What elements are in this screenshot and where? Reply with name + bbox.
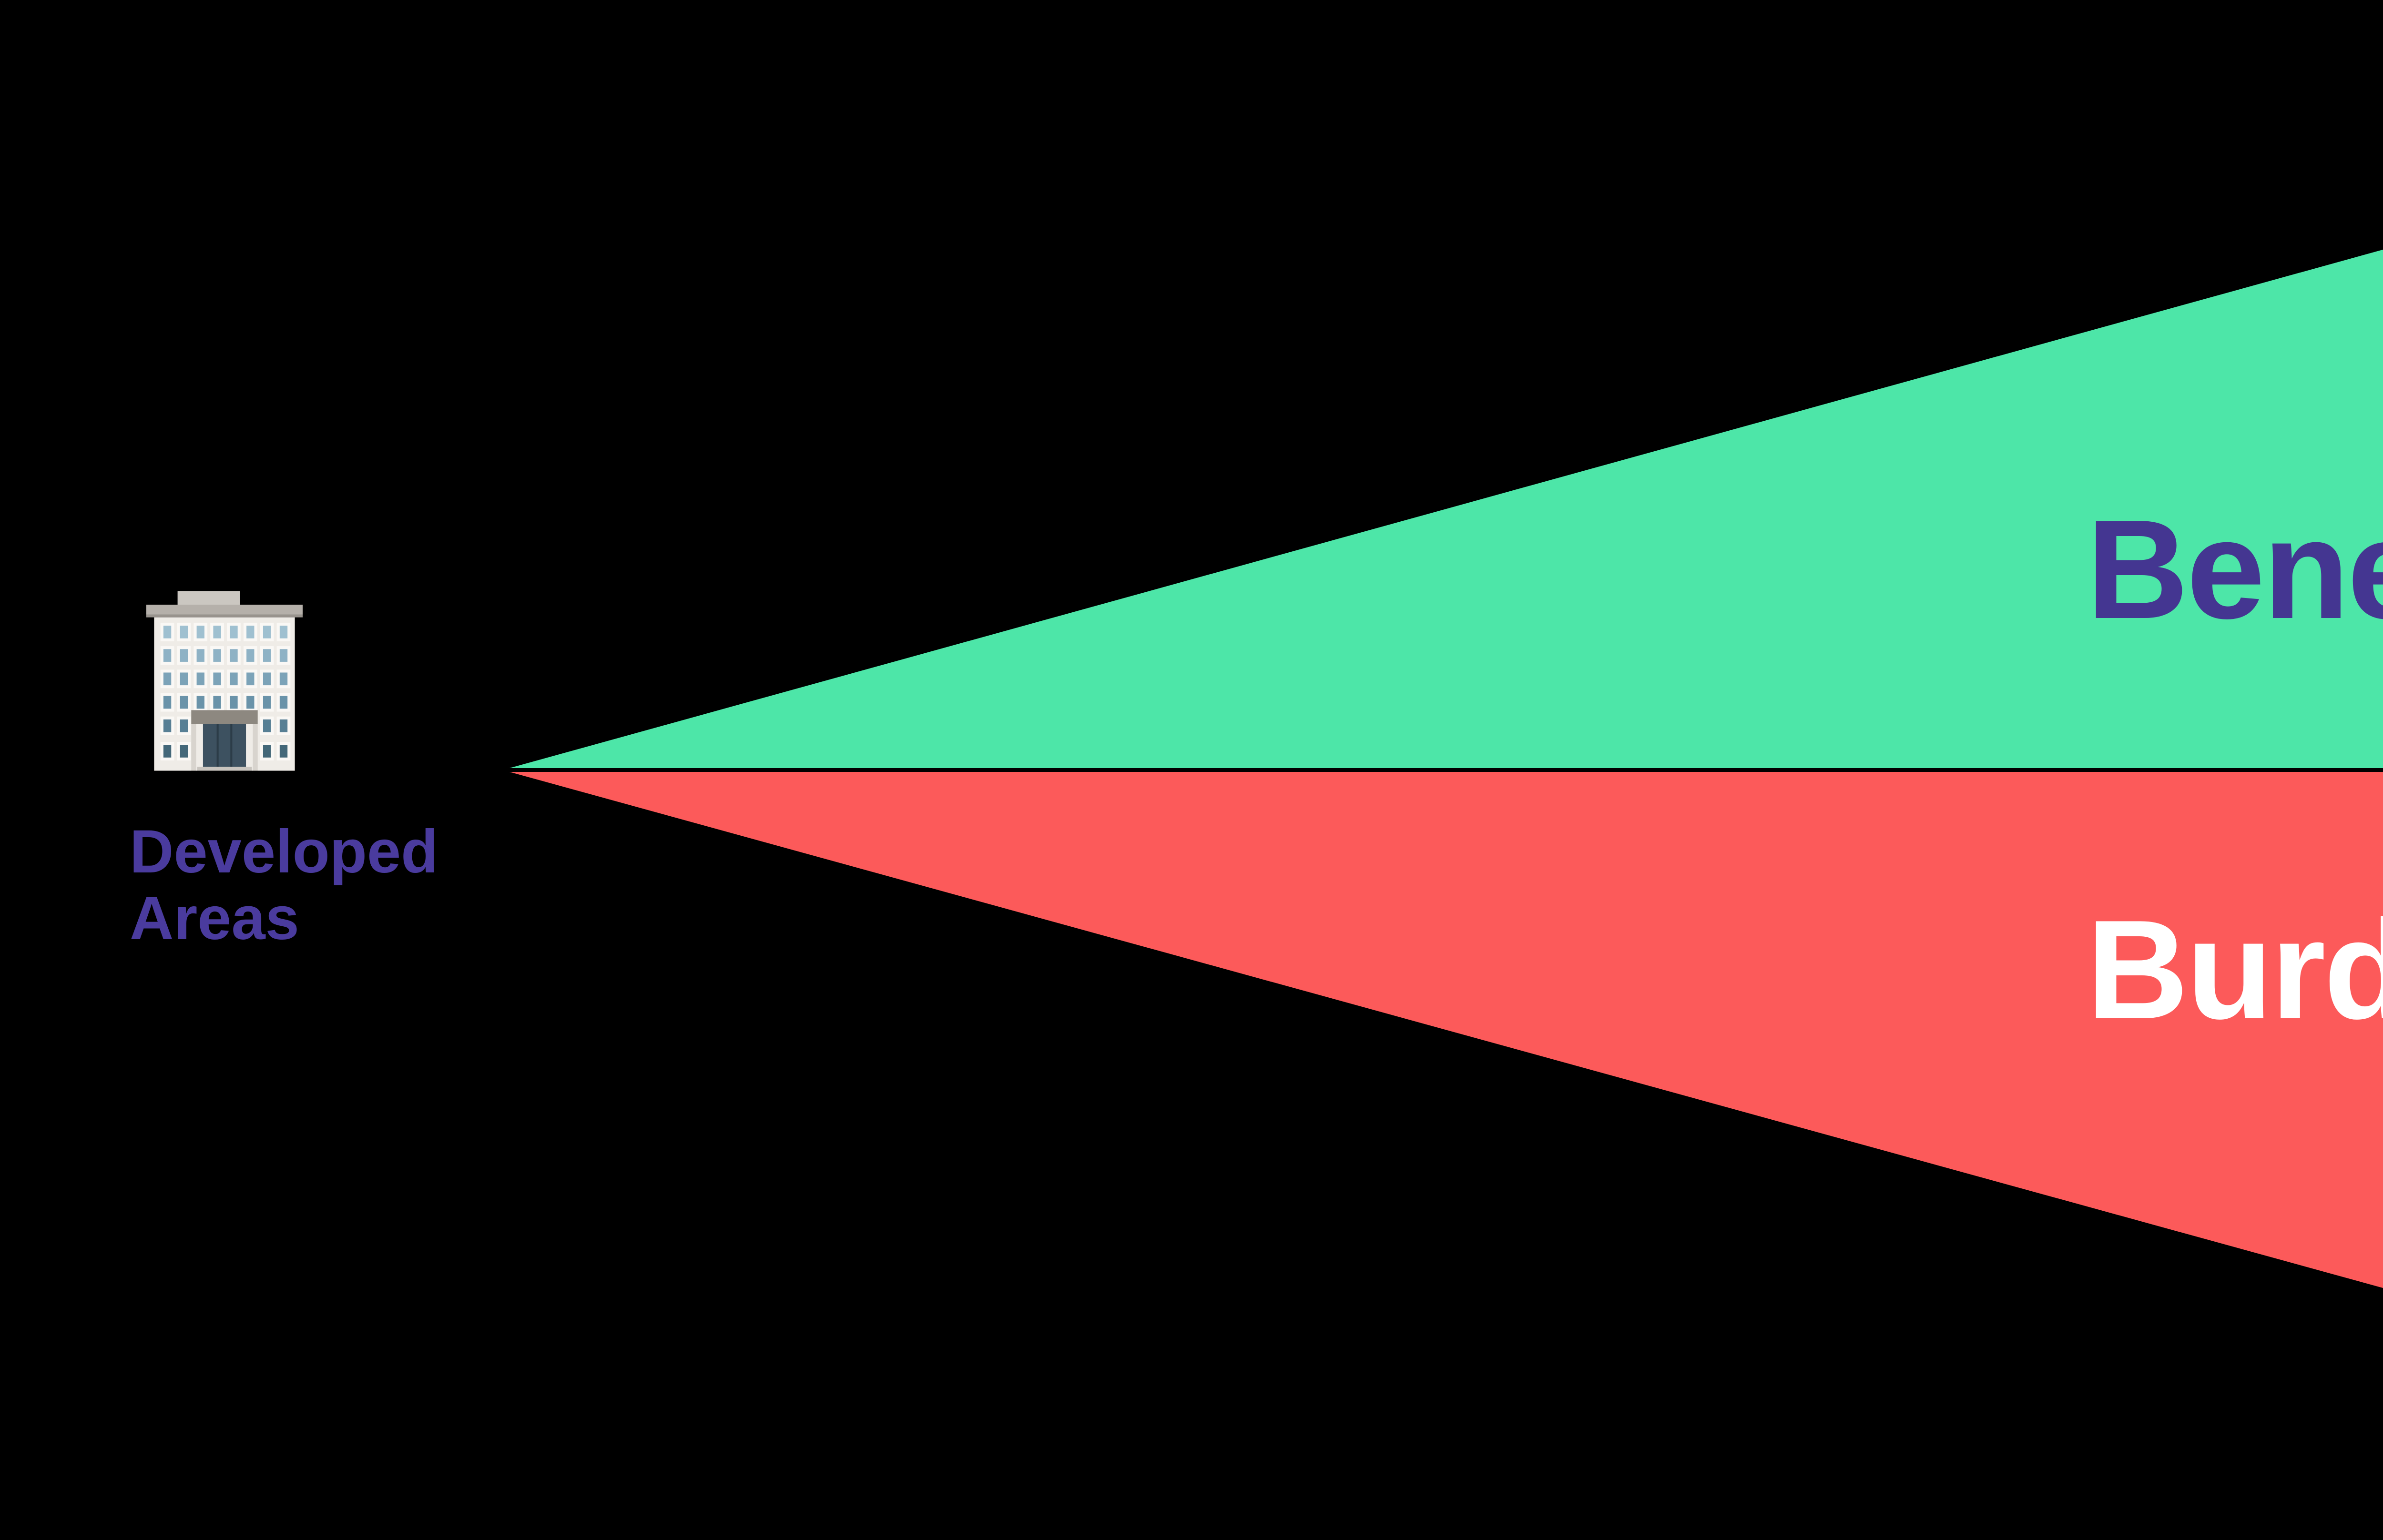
benefit-wedge: [509, 147, 2383, 768]
burden-wedge: [509, 772, 2383, 1390]
developed-areas-label: Developed Areas: [130, 819, 438, 952]
burden-label: Burden: [2087, 891, 2383, 1048]
benefit-label: Benefit: [2087, 490, 2383, 648]
developed-areas-label-line1: Developed: [130, 818, 438, 886]
office-building-icon: [127, 585, 322, 780]
developed-areas-label-line2: Areas: [130, 884, 299, 952]
